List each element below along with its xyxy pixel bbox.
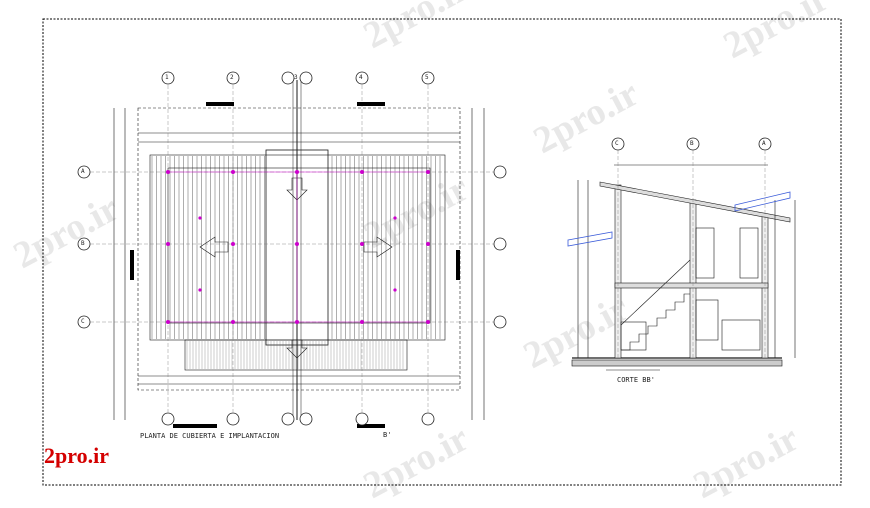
axis-label: 4 [359,74,363,81]
axis-label: A [762,140,766,147]
axis-label: 3 [294,74,298,81]
section-drawing [571,164,796,371]
axis-label: B [81,240,85,247]
section-grid-lines [617,150,766,358]
site-logo: 2pro.ir [44,443,109,468]
section-marks [130,102,460,428]
axis-label: B [690,140,694,147]
axis-label: 5 [425,74,429,81]
axis-label: A [81,168,85,175]
section-mark: B' [383,431,392,439]
roof-plan [113,80,485,420]
roof-slats-bottom [186,341,404,369]
eave-details [567,191,791,247]
plan-title: PLANTA DE CUBIERTA E IMPLANTACION [140,432,280,440]
roof-slats-left [151,156,441,339]
plan-axis-bubbles [77,71,507,426]
axis-label: C [615,140,619,147]
section-axis-bubbles [611,137,772,151]
axis-label: 2 [230,74,234,81]
section-title: CORTE BB' [617,376,655,384]
axis-label: C [81,318,85,325]
axis-label: 1 [165,74,169,81]
sheet-frame [42,18,842,486]
